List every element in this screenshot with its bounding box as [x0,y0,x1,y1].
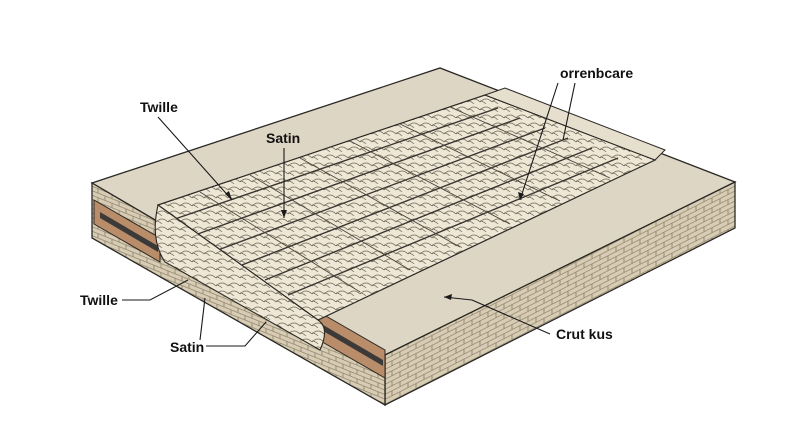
label-twill-top: Twille [140,99,178,115]
rope-bundle-front [154,204,326,351]
label-orrenbcare: orrenbcare [560,65,633,81]
label-satin-bottom: Satin [170,339,204,355]
rod-left [100,212,158,252]
arrow-heads [225,191,524,300]
label-crutkus: Crut kus [556,326,613,342]
rod-right [318,322,383,366]
warp-strands [199,106,611,293]
label-twill-left: Twille [80,292,118,308]
weft-strands [171,107,619,296]
mat-end-flap [483,87,666,161]
label-satin-top: Satin [266,130,300,146]
